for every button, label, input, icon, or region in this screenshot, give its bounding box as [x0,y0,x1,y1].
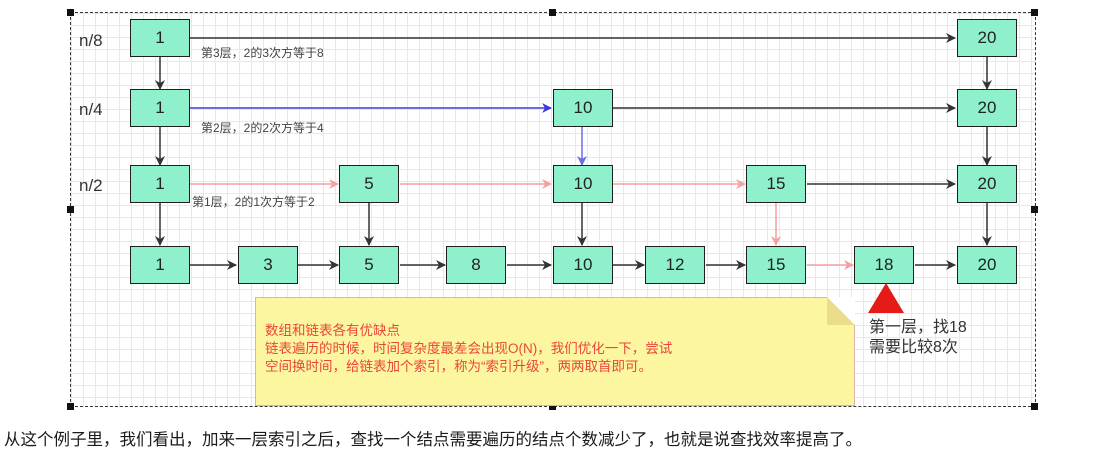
side-note-line-2: 需要比较8次 [869,339,958,356]
selection-handle-ml[interactable] [67,206,74,213]
row-label-n8: n/8 [79,31,103,50]
note-line-2: 链表遍历的时候，时间复杂度最差会出现O(N)，我们优化一下，尝试 [265,341,673,356]
node-base-10[interactable]: 10 [553,246,613,284]
selection-handle-br[interactable] [1031,403,1038,410]
caption-level1: 第1层，2的1次方等于2 [192,195,315,209]
selection-handle-tm[interactable] [549,9,556,16]
caption-level3: 第3层，2的3次方等于8 [201,46,324,60]
body-paragraph: 从这个例子里，我们看出，加来一层索引之后，查找一个结点需要遍历的结点个数减少了，… [4,430,862,449]
note-line-1: 数组和链表各有优缺点 [265,323,400,338]
node-level1-20[interactable]: 20 [957,165,1017,203]
note-line-3: 空间换时间，给链表加个索引，称为“索引升级”，两两取首即可。 [265,359,652,374]
node-base-1[interactable]: 1 [130,246,190,284]
row-label-n2: n/2 [79,176,103,195]
caption-level2: 第2层，2的2次方等于4 [201,121,324,135]
node-level2-20[interactable]: 20 [957,89,1017,127]
diagram-canvas: n/8 n/4 n/2 1 20 1 10 20 1 5 10 15 20 1 … [67,9,1038,410]
node-base-15[interactable]: 15 [746,246,806,284]
sticky-note[interactable]: 数组和链表各有优缺点 链表遍历的时候，时间复杂度最差会出现O(N)，我们优化一下… [255,297,855,406]
node-base-18[interactable]: 18 [854,246,914,284]
node-level2-10[interactable]: 10 [553,89,613,127]
selection-handle-tr[interactable] [1031,9,1038,16]
selection-handle-tl[interactable] [67,9,74,16]
note-fold-corner [827,297,855,325]
row-label-n4: n/4 [79,100,103,119]
node-base-5[interactable]: 5 [339,246,399,284]
selection-handle-bm[interactable] [549,403,556,410]
node-level1-15[interactable]: 15 [746,165,806,203]
selection-box[interactable] [70,12,1036,407]
node-level3-20[interactable]: 20 [957,19,1017,57]
node-base-20[interactable]: 20 [957,246,1017,284]
node-level1-1[interactable]: 1 [130,165,190,203]
side-note: 第一层，找18 需要比较8次 [869,318,967,358]
node-base-8[interactable]: 8 [446,246,506,284]
side-note-line-1: 第一层，找18 [869,319,967,336]
node-level1-10[interactable]: 10 [553,165,613,203]
node-base-3[interactable]: 3 [238,246,298,284]
selection-handle-bl[interactable] [67,403,74,410]
selection-handle-mr[interactable] [1031,206,1038,213]
node-base-12[interactable]: 12 [645,246,705,284]
warning-triangle-icon [868,283,904,313]
node-level1-5[interactable]: 5 [339,165,399,203]
edges-layer [155,33,992,270]
node-level2-1[interactable]: 1 [130,89,190,127]
node-level3-1[interactable]: 1 [130,19,190,57]
